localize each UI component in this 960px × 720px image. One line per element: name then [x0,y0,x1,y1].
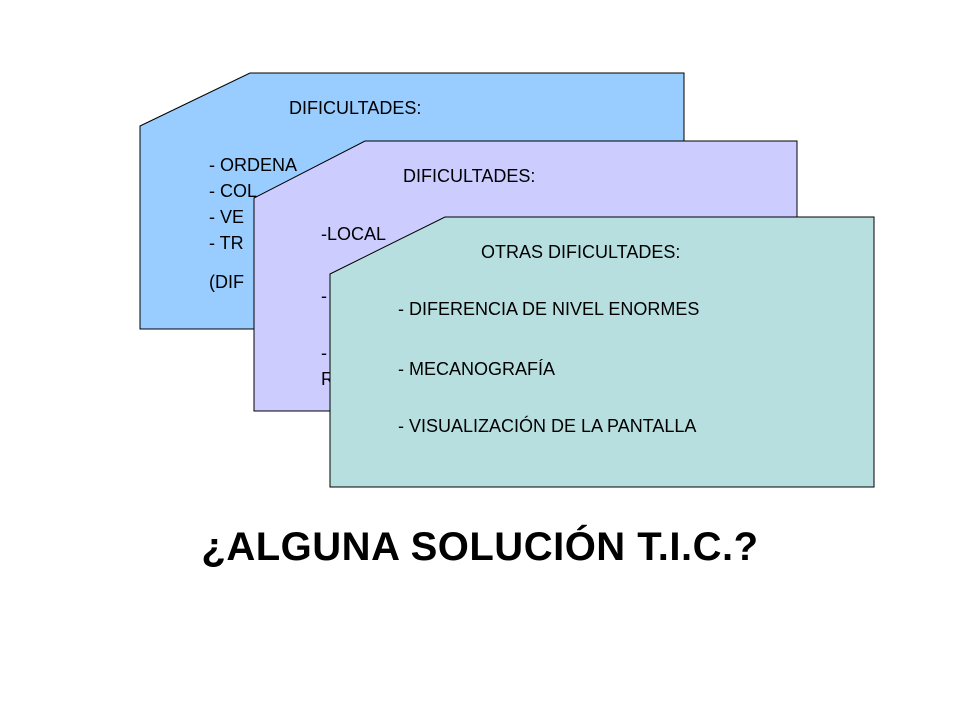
card-1-line: - ORDENA [209,155,298,175]
card-2-title: DIFICULTADES: [403,166,536,186]
card-3-shape [329,216,875,488]
card-1-title: DIFICULTADES: [289,98,422,118]
card-2-line: - [321,286,327,306]
card-3-title: OTRAS DIFICULTADES: [481,242,681,262]
card-other-difficulties: OTRAS DIFICULTADES: - DIFERENCIA DE NIVE… [329,216,875,488]
card-2-line: -LOCAL [321,224,387,244]
card-1-line: - COL [209,181,258,201]
main-question: ¿ALGUNA SOLUCIÓN T.I.C.? [201,525,759,569]
card-1-line: (DIF [209,272,244,292]
card-3-item: - MECANOGRAFÍA [398,359,556,379]
card-2-line: - [321,343,327,363]
card-3-item: - DIFERENCIA DE NIVEL ENORMES [398,299,700,319]
card-1-line: - VE [209,207,245,227]
card-1-line: - TR [209,233,244,253]
card-3-item: - VISUALIZACIÓN DE LA PANTALLA [398,416,697,436]
